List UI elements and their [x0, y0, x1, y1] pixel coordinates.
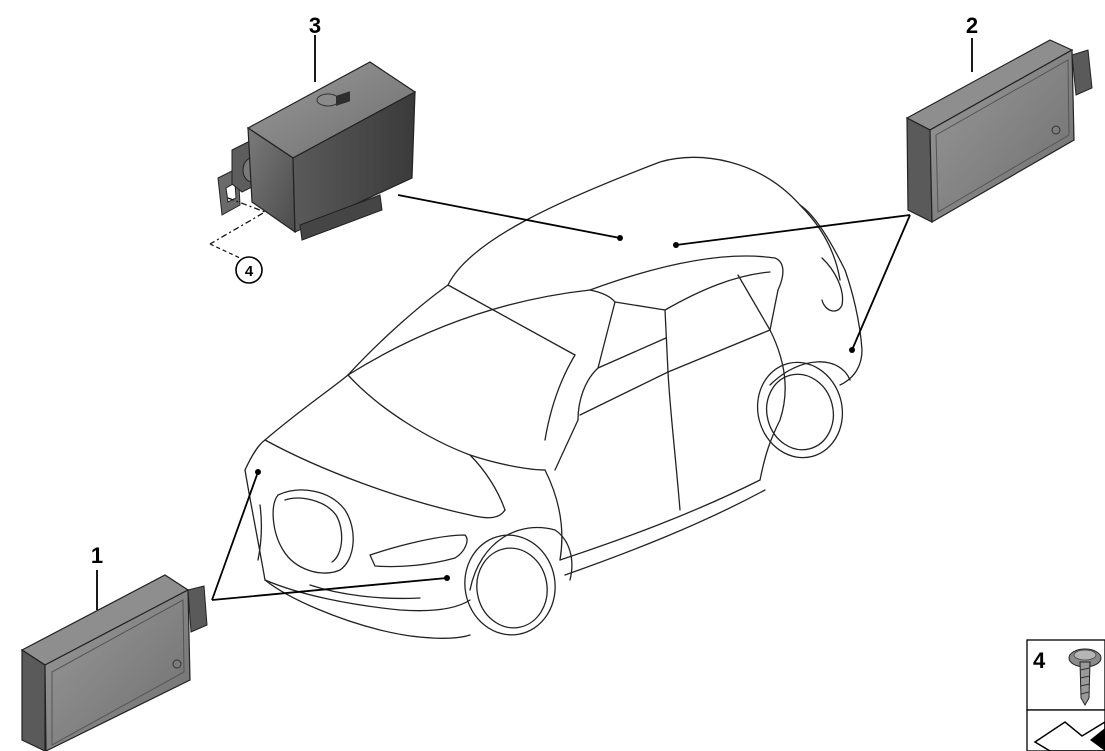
part-number-3: 3: [309, 13, 321, 38]
callout-circle-4: [235, 256, 263, 284]
callout-circle-4-label: 4: [245, 263, 254, 280]
legend-number-4: 4: [1033, 648, 1046, 673]
part-1-radar-sensor: [20, 570, 208, 751]
leader-lines: [211, 194, 911, 601]
torx-screw-icon: [1068, 648, 1102, 707]
car-outline: [244, 156, 863, 639]
legend-box: 4: [1026, 639, 1105, 751]
part-number-1: 1: [91, 543, 103, 568]
part-2-radar-sensor: [905, 38, 1093, 224]
part-3-control-unit: 4: [209, 35, 417, 284]
part-number-2: 2: [966, 13, 978, 38]
next-arrow-icon: [1033, 721, 1105, 751]
